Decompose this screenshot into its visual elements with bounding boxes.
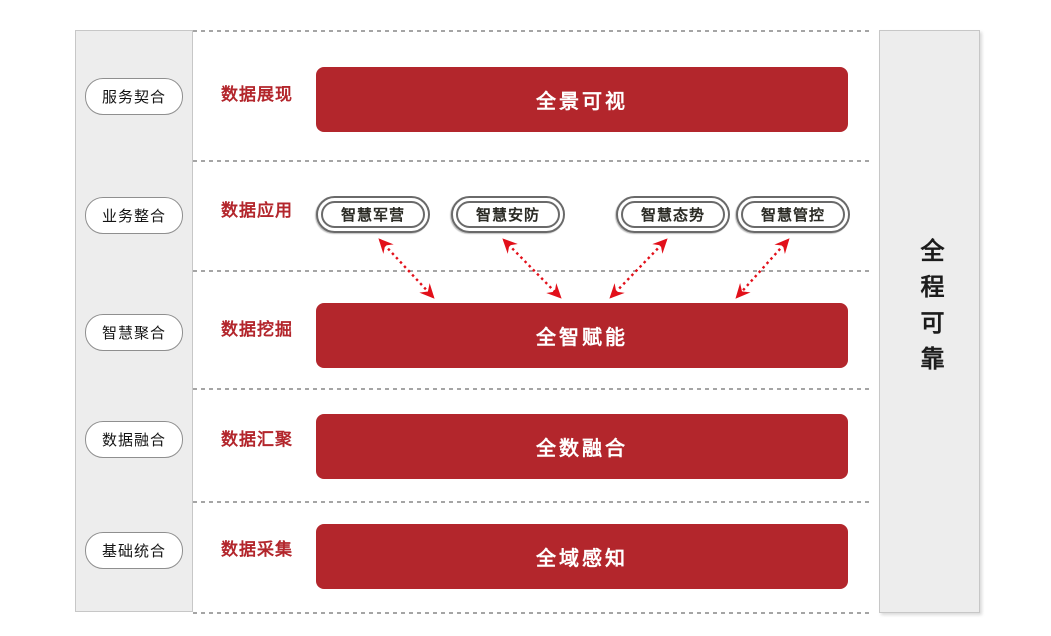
right-sidebar: 全程可靠 bbox=[879, 30, 980, 613]
divider-line-5 bbox=[193, 501, 869, 503]
bar-full-domain-sensing: 全域感知 bbox=[316, 524, 848, 589]
row-label-data-display: 数据展现 bbox=[221, 85, 293, 104]
divider-line-6 bbox=[193, 612, 869, 614]
left-pill-wisdom-aggregation: 智慧聚合 bbox=[85, 314, 183, 351]
app-pill-inner-ring: 智慧安防 bbox=[456, 201, 560, 228]
double-arrow-3-icon bbox=[609, 238, 668, 299]
bar-full-intelligence-empowerment: 全智赋能 bbox=[316, 303, 848, 368]
double-arrow-4-icon bbox=[735, 238, 790, 299]
app-pill-inner-ring: 智慧管控 bbox=[741, 201, 845, 228]
app-pill-smart-situation: 智慧态势 bbox=[616, 196, 730, 233]
left-pill-business-integration: 业务整合 bbox=[85, 197, 183, 234]
app-pill-label: 智慧态势 bbox=[640, 207, 705, 224]
app-pill-inner-ring: 智慧态势 bbox=[621, 201, 725, 228]
app-pill-smart-security: 智慧安防 bbox=[451, 196, 565, 233]
left-pill-data-fusion: 数据融合 bbox=[85, 421, 183, 458]
app-pill-label: 智慧安防 bbox=[475, 207, 540, 224]
row-label-data-application: 数据应用 bbox=[221, 201, 293, 220]
bar-text: 全景可视 bbox=[536, 91, 628, 113]
bar-panoramic-visibility: 全景可视 bbox=[316, 67, 848, 132]
double-arrow-1-icon bbox=[378, 238, 435, 299]
divider-line-1 bbox=[193, 30, 869, 32]
left-pill-service-fit: 服务契合 bbox=[85, 78, 183, 115]
bar-full-data-fusion: 全数融合 bbox=[316, 414, 848, 479]
app-pill-inner-ring: 智慧军营 bbox=[321, 201, 425, 228]
divider-line-2 bbox=[193, 160, 869, 162]
bar-text: 全域感知 bbox=[536, 548, 628, 570]
data-flow-arrows-icon bbox=[378, 238, 790, 299]
divider-line-4 bbox=[193, 388, 869, 390]
bar-text: 全智赋能 bbox=[536, 327, 628, 349]
row-label-data-aggregation: 数据汇聚 bbox=[221, 430, 293, 449]
right-sidebar-label: 全程可靠 bbox=[916, 237, 943, 382]
row-label-data-mining: 数据挖掘 bbox=[221, 320, 293, 339]
app-pill-smart-camp: 智慧军营 bbox=[316, 196, 430, 233]
left-sidebar: 服务契合 业务整合 智慧聚合 数据融合 基础统合 bbox=[75, 30, 193, 612]
left-pill-foundation-unification: 基础统合 bbox=[85, 532, 183, 569]
double-arrow-2-icon bbox=[502, 238, 562, 299]
row-label-data-collection: 数据采集 bbox=[221, 540, 293, 559]
app-pill-label: 智慧管控 bbox=[760, 207, 825, 224]
app-pill-smart-control: 智慧管控 bbox=[736, 196, 850, 233]
app-pill-label: 智慧军营 bbox=[340, 207, 405, 224]
bar-text: 全数融合 bbox=[536, 438, 628, 460]
